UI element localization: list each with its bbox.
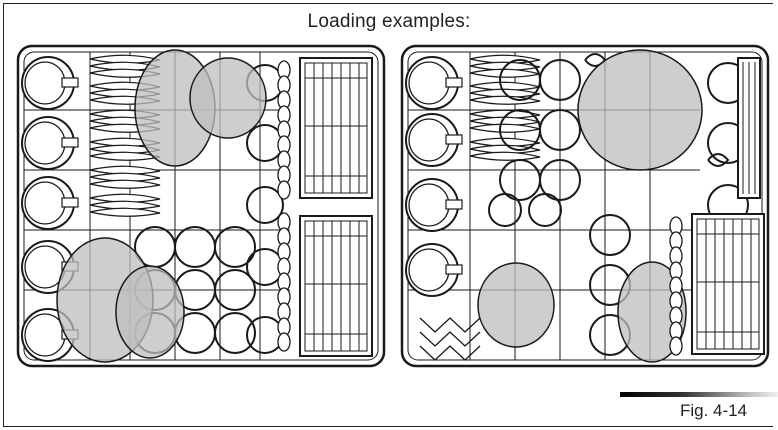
figure-frame [3,3,773,427]
left-rack [16,44,386,368]
figure-title: Loading examples: [307,11,471,32]
figure-caption-bar [620,392,778,397]
right-rack [400,44,770,368]
figure-caption: Fig. 4-14 [680,401,748,420]
